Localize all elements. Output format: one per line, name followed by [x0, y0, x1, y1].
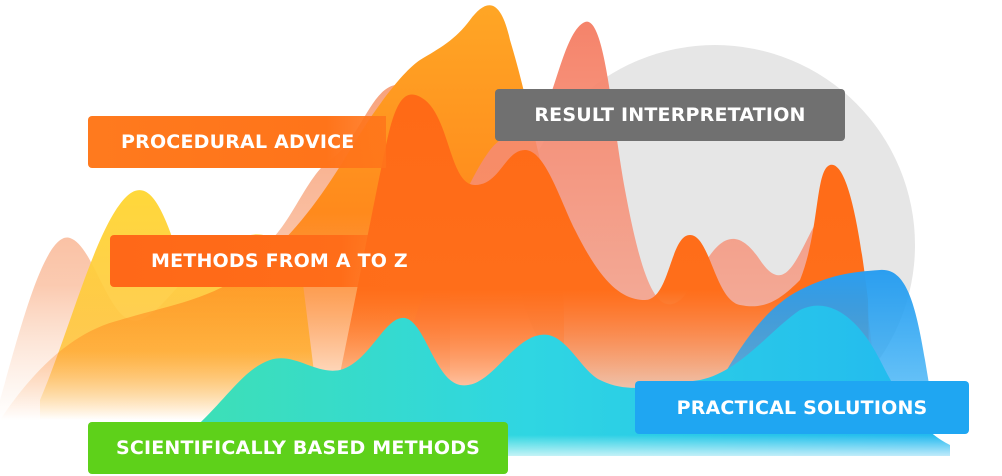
procedural-advice-label: PROCEDURAL ADVICE [88, 116, 386, 168]
methods-a-to-z-label: METHODS FROM A TO Z [110, 235, 440, 287]
wave-orange [330, 94, 870, 420]
scientifically-based-methods-label: SCIENTIFICALLY BASED METHODS [88, 422, 508, 474]
result-interpretation-label: RESULT INTERPRETATION [495, 89, 845, 141]
practical-solutions-label: PRACTICAL SOLUTIONS [635, 381, 969, 434]
